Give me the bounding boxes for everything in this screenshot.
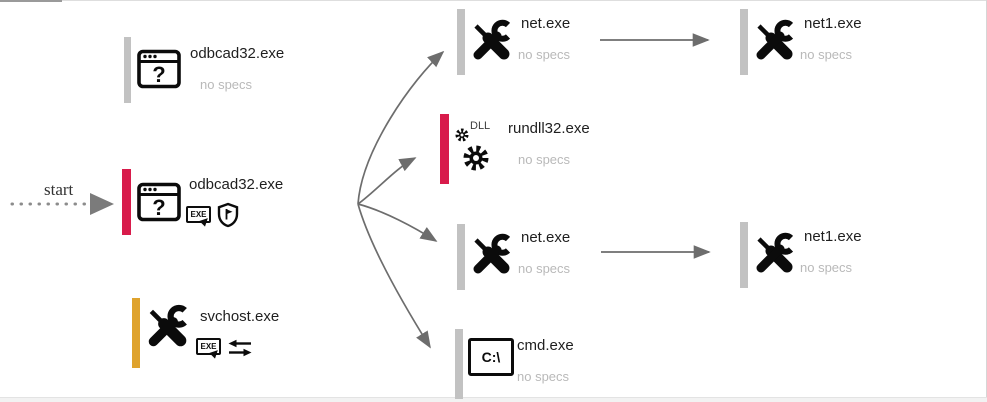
severity-bar [457,224,465,290]
edge-to-net-top [357,50,445,205]
dll-label: DLL [470,120,491,132]
severity-bar [455,329,463,399]
process-node-net1-mid[interactable]: net1.exe no specs [740,222,900,292]
exe-started-icon: EXE [186,206,211,223]
top-border [0,0,987,1]
severity-bar [740,222,748,288]
bottom-border [0,397,987,402]
edge-to-net-mid [357,203,438,242]
top-border-segment [0,0,62,2]
process-node-net1-top[interactable]: net1.exe no specs [740,9,900,79]
process-name: net.exe [521,15,571,32]
process-node-net-top[interactable]: net.exe no specs [457,9,617,79]
shield-icon [216,202,240,233]
severity-bar [132,298,140,368]
tools-icon [143,303,191,356]
process-name: svchost.exe [200,308,280,325]
severity-bar [740,9,748,75]
app-window-icon: ? [136,181,182,228]
no-specs-label: no specs [518,152,571,167]
no-specs-label: no specs [518,261,571,276]
tools-icon [751,18,797,69]
cmd-prompt-icon: C:\ [468,338,514,376]
severity-bar [124,37,131,103]
start-arrowhead [90,193,114,215]
process-node-cmd[interactable]: C:\ cmd.exe no specs [455,329,615,401]
severity-bar [122,169,131,235]
question-mark-glyph: ? [152,62,165,87]
no-specs-label: no specs [518,47,571,62]
start-label: start [44,180,74,199]
process-name: rundll32.exe [508,120,590,137]
process-node-svchost[interactable]: svchost.exe EXE [132,298,342,370]
no-specs-label: no specs [800,260,853,275]
edge-to-cmd [357,203,431,349]
severity-bar [440,114,449,184]
process-node-odbcad32-main[interactable]: ? odbcad32.exe EXE [122,169,332,239]
network-swap-arrows-icon [227,339,253,362]
process-name: cmd.exe [517,337,574,354]
process-name: net1.exe [804,228,862,245]
process-node-odbcad32-secondary[interactable]: ? odbcad32.exe no specs [124,37,334,107]
tools-icon [468,18,514,69]
exe-started-icon: EXE [196,338,221,355]
process-name: net.exe [521,229,571,246]
process-name: odbcad32.exe [189,176,284,193]
tools-icon [751,231,797,282]
no-specs-label: no specs [800,47,853,62]
process-name: odbcad32.exe [190,45,285,62]
process-node-rundll32[interactable]: DLL rundll32.exe no specs [440,114,620,186]
tools-icon [468,232,514,283]
process-name: net1.exe [804,15,862,32]
edge-to-rundll32 [357,157,417,205]
no-specs-label: no specs [200,77,253,92]
severity-bar [457,9,465,75]
process-node-net-mid[interactable]: net.exe no specs [457,224,617,294]
dll-gears-icon: DLL [452,120,500,181]
question-mark-glyph: ? [152,195,165,220]
no-specs-label: no specs [517,369,570,384]
app-window-icon: ? [136,48,182,95]
